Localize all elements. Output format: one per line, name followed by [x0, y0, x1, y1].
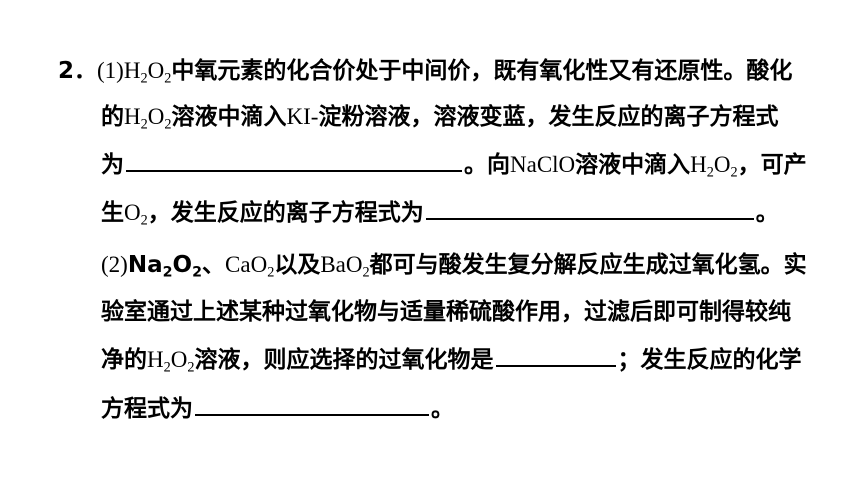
question-line-8: 方程式为 。 — [101, 392, 454, 422]
line-text: 生 — [101, 200, 124, 226]
answer-blank-4[interactable] — [195, 392, 429, 416]
question-number: 2． — [58, 58, 98, 84]
formula-bao2: BaO — [320, 252, 363, 277]
formula-h2o2-o: O — [147, 58, 165, 83]
question-line-5: (2)Na2O2、CaO2以及BaO2都可与酸发生复分解反应生成过氧化氢。实 — [101, 250, 807, 280]
subscript: 2 — [164, 116, 172, 133]
question-line-3: 为。向NaClO溶液中滴入H2O2，可产 — [101, 148, 807, 181]
question-line-4: 生O2，发生反应的离子方程式为 。 — [101, 196, 779, 229]
line-text: 。向 — [464, 152, 510, 178]
answer-blank-2[interactable] — [425, 196, 754, 220]
line-text: 溶液中滴入 — [575, 152, 691, 178]
line-text: 溶液中滴入 — [171, 104, 287, 130]
formula-cao2: CaO — [225, 252, 268, 277]
subscript: 2 — [140, 70, 148, 87]
line-text: 、 — [202, 252, 226, 278]
subscript: 2 — [162, 264, 173, 281]
subscript: 2 — [192, 264, 203, 281]
formula-na: Na — [127, 252, 163, 278]
formula-o2: O — [124, 200, 141, 225]
answer-blank-1[interactable] — [126, 148, 462, 172]
formula-o: O — [147, 104, 165, 129]
line-text: 以及 — [274, 252, 321, 278]
question-line-1: 2．(1)H2O2中氧元素的化合价处于中间价，既有氧化性又有还原性。酸化 — [58, 56, 792, 86]
line-text: ；发生反应的化学 — [617, 347, 802, 373]
subscript: 2 — [267, 264, 275, 281]
subscript: 2 — [187, 359, 195, 376]
formula-h: H — [124, 104, 141, 129]
line-text: 。 — [431, 396, 454, 422]
subscript: 2 — [140, 116, 148, 133]
part1-label: (1) — [97, 58, 124, 83]
line-text: 方程式为 — [101, 396, 193, 422]
question-line-6: 验室通过上述某种过氧化物与适量稀硫酸作用，过滤后即可制得较纯 — [101, 297, 791, 327]
line-text: 中氧元素的化合价处于中间价，既有氧化性又有还原性。酸化 — [171, 58, 793, 84]
line-text: 溶液，则应选择的过氧化物是 — [194, 347, 494, 373]
subscript: 2 — [163, 359, 171, 376]
subscript: 2 — [140, 212, 148, 229]
subscript: 2 — [164, 70, 172, 87]
subscript: 2 — [730, 164, 738, 181]
line-text: 验室通过上述某种过氧化物与适量稀硫酸作用，过滤后即可制得较纯 — [101, 299, 791, 325]
answer-blank-3[interactable] — [495, 343, 616, 367]
formula-o: O — [713, 152, 731, 177]
formula-naclo: NaClO — [510, 152, 576, 177]
line-text: ，发生反应的离子方程式为 — [147, 200, 424, 226]
formula-h2o2-h: H — [123, 58, 141, 83]
line-text: 都可与酸发生复分解反应生成过氧化氢。实 — [369, 252, 807, 278]
line-text: 净的 — [101, 347, 147, 373]
formula-h: H — [147, 347, 164, 372]
subscript: 2 — [706, 164, 714, 181]
line-text: ，可产 — [737, 152, 807, 178]
formula-ki: KI- — [286, 104, 319, 129]
line-text: 淀粉溶液，溶液变蓝，发生反应的离子方程式 — [318, 104, 779, 130]
formula-o: O — [172, 252, 193, 278]
line-text: 。 — [755, 200, 779, 226]
formula-h: H — [690, 152, 707, 177]
part2-label: (2) — [101, 252, 128, 277]
line-text: 的 — [101, 104, 124, 130]
formula-o: O — [170, 347, 188, 372]
subscript: 2 — [362, 264, 370, 281]
question-line-7: 净的H2O2溶液，则应选择的过氧化物是；发生反应的化学 — [101, 343, 802, 376]
line-text: 为 — [101, 152, 124, 178]
question-line-2: 的H2O2溶液中滴入KI-淀粉溶液，溶液变蓝，发生反应的离子方程式 — [101, 102, 778, 132]
